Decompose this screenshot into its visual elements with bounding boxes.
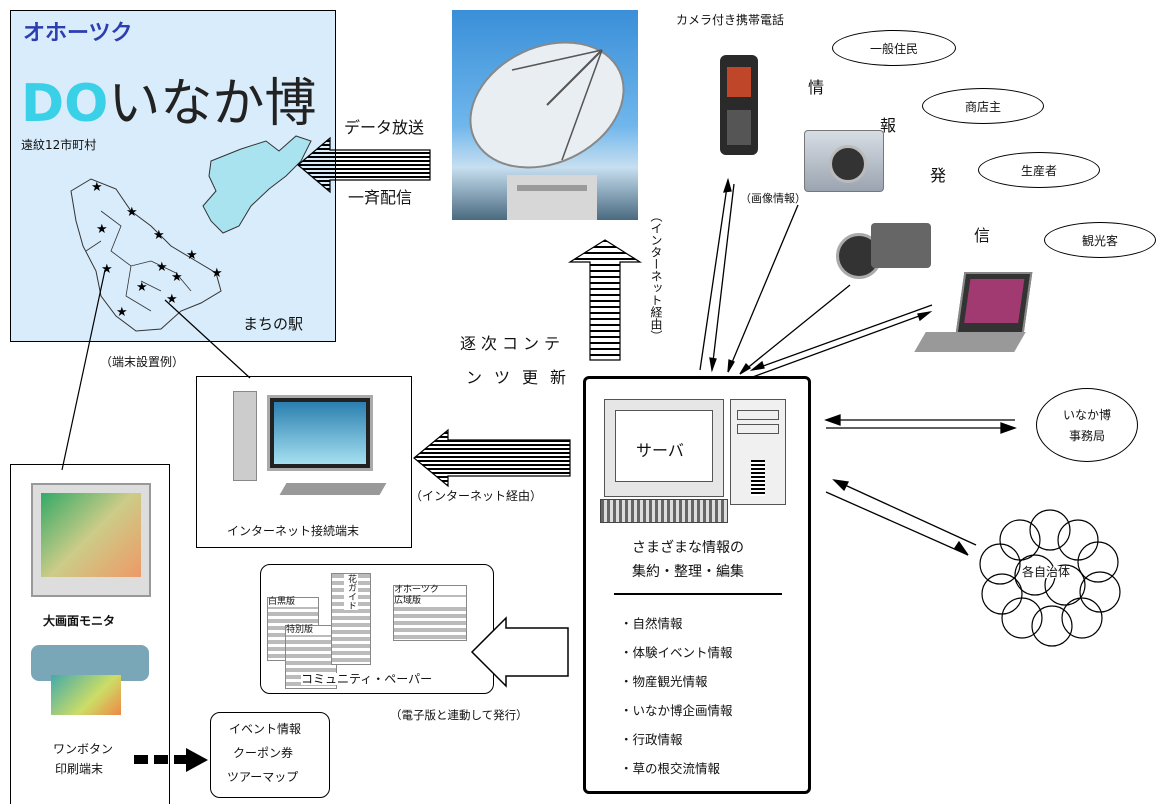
e-edition-note: （電子版と連動して発行）	[390, 708, 528, 722]
server-keyboard-image	[600, 499, 728, 523]
title-inaka-haku: いなか博	[108, 74, 317, 134]
hokkaido-map: ★★★ ★★★ ★★★ ★★★	[70, 135, 312, 332]
server-monitor-image	[604, 399, 724, 497]
broadcast-label-1: データ放送	[344, 118, 425, 137]
svg-text:★: ★	[91, 180, 103, 195]
municipalities-label: 各自治体	[1022, 565, 1071, 579]
internet-terminal-label: インターネット接続端末	[227, 524, 360, 538]
region-label: 遠紋12市町村	[21, 138, 97, 152]
info-item-events: ・体験イベント情報	[620, 645, 733, 660]
kiosk-box: 大画面モニタ ワンボタン 印刷端末	[10, 464, 170, 804]
print-label-1: ワンボタン	[53, 742, 114, 756]
community-paper-label: コミュニティ・ペーパー	[301, 672, 433, 686]
dispatch-char-3: 発	[930, 166, 947, 185]
svg-text:★: ★	[101, 262, 113, 277]
svg-text:★: ★	[116, 305, 128, 320]
info-item-planning: ・いなか博企画情報	[620, 703, 733, 718]
svg-text:★: ★	[171, 270, 183, 285]
svg-text:★: ★	[166, 292, 178, 307]
server-box: サーバ さまざまな情報の 集約・整理・編集 ・自然情報 ・体験イベント情報 ・物…	[583, 376, 811, 794]
svg-text:★: ★	[96, 222, 108, 237]
broadcast-label-2: 一斉配信	[348, 188, 413, 207]
title-okhotsk: オホーツク	[23, 21, 133, 46]
svg-text:★: ★	[211, 266, 223, 281]
update-label-1: 逐次コンテ	[460, 334, 566, 353]
office-oval: いなか博 事務局	[1036, 388, 1138, 462]
digital-camera-image	[804, 130, 884, 192]
oval-shop-owners: 商店主	[922, 88, 1044, 124]
video-camera-image	[836, 218, 936, 279]
output-tour-map: ツアーマップ	[227, 770, 299, 784]
internet-terminal-box: インターネット接続端末	[196, 376, 412, 548]
paper-okhotsk: オホーツク 広域版	[393, 585, 467, 641]
info-item-products: ・物産観光情報	[620, 674, 708, 689]
desktop-pc-image	[233, 391, 393, 501]
update-label-2: ンツ更新	[466, 368, 579, 387]
community-paper-box: 白黒版 特別版 花ガイド オホーツク 広域版 コミュニティ・ペーパー	[260, 564, 494, 694]
svg-text:★: ★	[126, 205, 138, 220]
info-item-administrative: ・行政情報	[620, 732, 683, 747]
info-item-grassroots: ・草の根交流情報	[620, 761, 721, 776]
title-do-inaka: DOいなか博	[21, 61, 316, 136]
print-label-2: 印刷端末	[55, 762, 104, 776]
satellite-dish-image	[452, 10, 638, 220]
oval-tourists: 観光客	[1044, 222, 1156, 258]
dispatch-char-2: 報	[880, 116, 897, 135]
server-divider	[614, 593, 782, 595]
office-label-2: 事務局	[1068, 429, 1105, 443]
paper-flower: 花ガイド	[331, 573, 371, 665]
printer-image	[31, 635, 151, 717]
server-caption-2: 集約・整理・編集	[632, 564, 744, 580]
terminal-example-label: （端末設置例）	[100, 355, 185, 369]
camera-phone-label: カメラ付き携帯電話	[676, 13, 785, 27]
map-panel: オホーツク DOいなか博 遠紋12市町村 ★★★ ★★★ ★★★ ★★★ まちの…	[10, 10, 336, 342]
dispatch-char-4: 信	[974, 226, 991, 245]
svg-text:★: ★	[153, 228, 165, 243]
info-item-nature: ・自然情報	[620, 616, 683, 631]
server-caption-1: さまざまな情報の	[632, 540, 744, 556]
internet-vertical-label: （インターネット経由）	[649, 210, 663, 342]
camera-phone-image	[720, 55, 758, 155]
station-label: まちの駅	[243, 315, 304, 333]
office-label-1: いなか博	[1062, 408, 1111, 422]
svg-text:★: ★	[156, 260, 168, 275]
outputs-box: イベント情報 クーポン券 ツアーマップ	[210, 712, 330, 798]
server-screen-label: サーバ	[636, 441, 684, 460]
image-info-label: （画像情報）	[740, 192, 806, 205]
svg-text:★: ★	[186, 248, 198, 263]
svg-text:★: ★	[136, 280, 148, 295]
oval-residents: 一般住民	[832, 30, 956, 66]
output-event-info: イベント情報	[229, 722, 302, 736]
server-info-list: ・自然情報 ・体験イベント情報 ・物産観光情報 ・いなか博企画情報 ・行政情報 …	[620, 613, 733, 787]
oval-producers: 生産者	[978, 152, 1100, 188]
monitor-label: 大画面モニタ	[43, 614, 116, 628]
server-tower-image	[730, 399, 786, 505]
dispatch-char-1: 情	[808, 78, 825, 97]
title-do: DO	[21, 74, 109, 134]
internet-via-label: （インターネット経由）	[410, 489, 543, 503]
output-coupon: クーポン券	[233, 746, 294, 760]
large-monitor-image	[31, 483, 151, 597]
